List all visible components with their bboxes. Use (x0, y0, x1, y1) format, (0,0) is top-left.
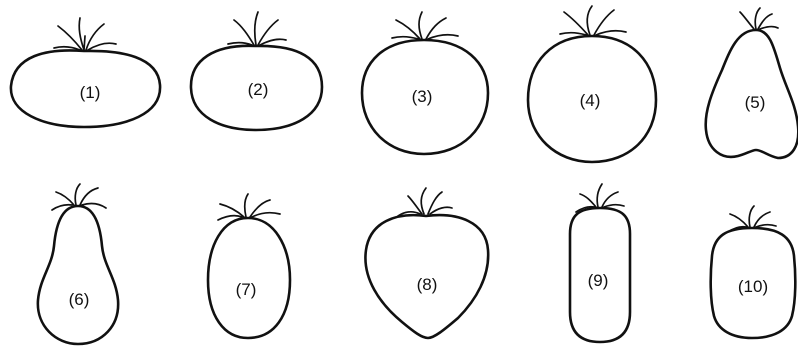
fruit-shape-8: (8) (364, 187, 490, 340)
fruit-shape-9: (9) (568, 183, 632, 344)
fruit-shape-6: (6) (36, 183, 120, 346)
shape-label: (2) (248, 80, 269, 99)
fruit-shape-4: (4) (526, 5, 658, 164)
shape-label: (4) (580, 91, 601, 110)
shape-label: (10) (738, 277, 768, 296)
fruit-shape-3: (3) (360, 11, 490, 156)
fruit-shape-1: (1) (9, 17, 162, 129)
shape-label: (1) (80, 83, 101, 102)
fruit-shape-5: (5) (704, 7, 798, 160)
fruit-shape-2: (2) (189, 11, 324, 132)
shape-label: (3) (412, 87, 433, 106)
fruit-shape-7: (7) (206, 193, 292, 340)
shape-label: (5) (745, 93, 766, 112)
fruit-shape-10: (10) (709, 205, 797, 340)
shape-label: (9) (588, 271, 609, 290)
shape-label: (7) (236, 280, 257, 299)
shape-label: (6) (69, 290, 90, 309)
shape-label: (8) (417, 275, 438, 294)
